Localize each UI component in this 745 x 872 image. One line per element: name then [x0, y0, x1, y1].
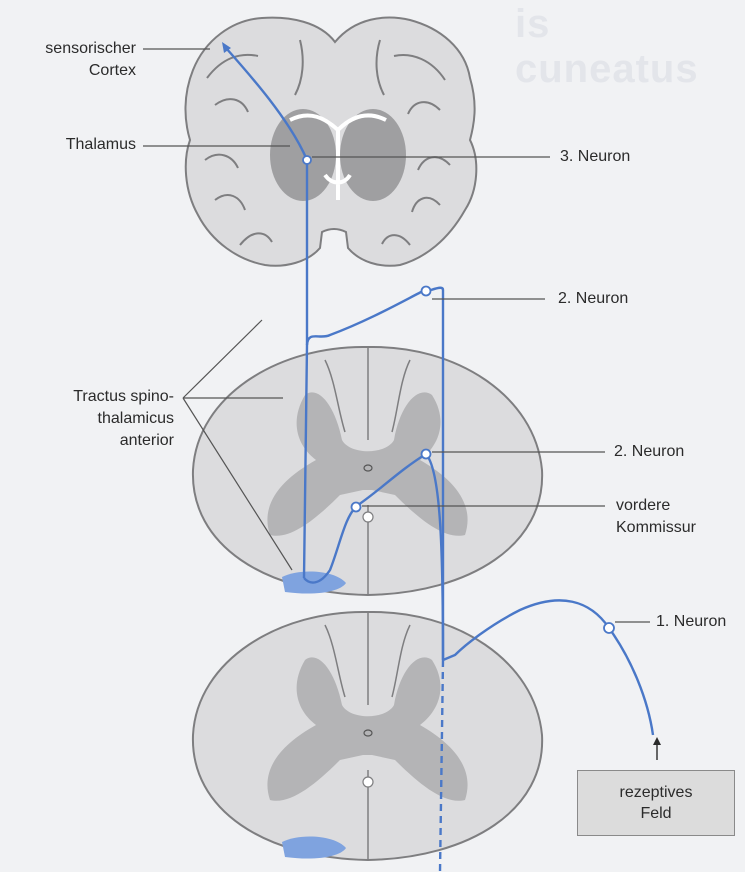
brain-section [185, 18, 476, 266]
label-tract-line2: thalamicus [4, 408, 174, 430]
label-neuron-2-lower: 2. Neuron [614, 441, 684, 463]
label-neuron-1: 1. Neuron [656, 611, 726, 633]
median-fissure-top-lower [363, 777, 373, 787]
label-tract-line1: Tractus spino- [4, 386, 174, 408]
commissure-soma [352, 503, 361, 512]
neuron-3-soma [303, 156, 311, 164]
label-thalamus: Thalamus [28, 134, 136, 156]
label-tract-line3: anterior [4, 430, 174, 452]
label-tract: Tractus spino- thalamicus anterior [4, 386, 174, 452]
neuron-2-lower-soma [422, 450, 431, 459]
receptive-field-line2: Feld [640, 803, 671, 824]
spinal-cord-upper [193, 347, 542, 595]
neuron-2-upper-soma [422, 287, 431, 296]
label-commissure-line1: vordere [616, 495, 696, 517]
label-sensory-cortex: sensorischer Cortex [28, 38, 136, 82]
spinal-cord-lower [193, 612, 542, 860]
receptive-field-line1: rezeptives [620, 782, 693, 803]
label-sensory-cortex-line2: Cortex [28, 60, 136, 82]
median-fissure-top-upper [363, 512, 373, 522]
receptive-field-box: rezeptives Feld [577, 770, 735, 836]
label-commissure-line2: Kommissur [616, 517, 696, 539]
receptive-arrowhead [653, 737, 661, 745]
label-neuron-3: 3. Neuron [560, 146, 630, 168]
label-neuron-2-upper: 2. Neuron [558, 288, 628, 310]
neuron-1-soma [604, 623, 614, 633]
label-sensory-cortex-line1: sensorischer [28, 38, 136, 60]
label-commissure: vordere Kommissur [616, 495, 696, 539]
